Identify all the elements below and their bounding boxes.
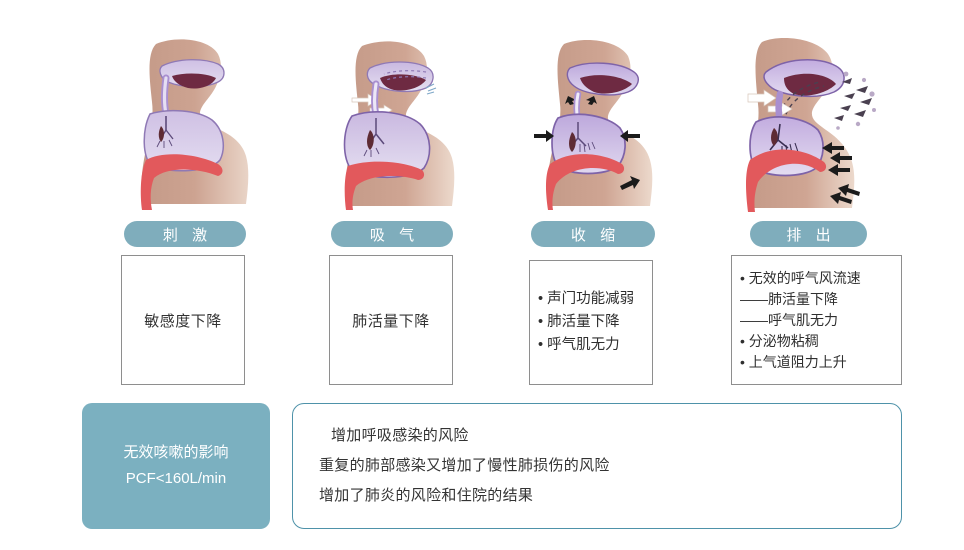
detail-box-content: 肺活量下降: [330, 310, 452, 331]
stage-pill-label: 收 缩: [570, 226, 621, 244]
detail-line: • 呼气肌无力: [538, 336, 620, 353]
stage-pill-label: 吸 气: [369, 226, 420, 244]
airway-compression-diagram: [522, 38, 722, 218]
detail-line: ——呼气肌无力: [740, 311, 838, 328]
airway-inhalation-diagram: [322, 38, 522, 218]
detail-box-content: • 声门功能减弱 • 肺活量下降 • 呼气肌无力: [530, 288, 652, 357]
summary-panel: 无效咳嗽的影响 PCF<160L/min: [82, 403, 270, 529]
summary-title: 无效咳嗽的影响: [123, 443, 229, 461]
stage-pill-inhalation[interactable]: 吸 气: [331, 221, 453, 247]
detail-box-content: • 无效的呼气风流速 ——肺活量下降 ——呼气肌无力 • 分泌物粘稠 • 上气道…: [732, 268, 901, 373]
summary-metric: PCF<160L/min: [125, 470, 227, 487]
detail-line: 肺活量下降: [352, 312, 430, 330]
detail-line: • 肺活量下降: [538, 314, 620, 331]
detail-box-inhalation: 肺活量下降: [329, 255, 453, 385]
outcome-line: 增加呼吸感染的风险: [331, 427, 469, 444]
outcome-line: 重复的肺部感染又增加了慢性肺损伤的风险: [319, 457, 610, 474]
airway-expulsion-diagram: [722, 38, 922, 218]
stage-pill-expulsion[interactable]: 排 出: [750, 221, 867, 247]
detail-line: 敏感度下降: [144, 312, 222, 330]
outcome-panel: 增加呼吸感染的风险 重复的肺部感染又增加了慢性肺损伤的风险 增加了肺炎的风险和住…: [292, 403, 902, 529]
stage-pill-label: 排 出: [786, 226, 836, 244]
detail-box-stimulus: 敏感度下降: [121, 255, 245, 385]
airway-stimulus-diagram: [120, 38, 320, 218]
outcome-line: 增加了肺炎的风险和住院的结果: [319, 487, 534, 504]
detail-line: • 上气道阻力上升: [740, 353, 847, 370]
detail-box-expulsion: • 无效的呼气风流速 ——肺活量下降 ——呼气肌无力 • 分泌物粘稠 • 上气道…: [731, 255, 902, 385]
detail-line: • 分泌物粘稠: [740, 332, 819, 349]
detail-line: • 无效的呼气风流速: [740, 269, 861, 286]
detail-line: • 声门功能减弱: [538, 291, 635, 308]
stage-pill-stimulus[interactable]: 刺 激: [124, 221, 246, 247]
detail-box-content: 敏感度下降: [122, 310, 244, 331]
stage-pill-label: 刺 激: [162, 226, 213, 244]
stage-pill-compression[interactable]: 收 缩: [531, 221, 655, 247]
detail-line: ——肺活量下降: [740, 290, 838, 307]
detail-box-compression: • 声门功能减弱 • 肺活量下降 • 呼气肌无力: [529, 260, 653, 385]
